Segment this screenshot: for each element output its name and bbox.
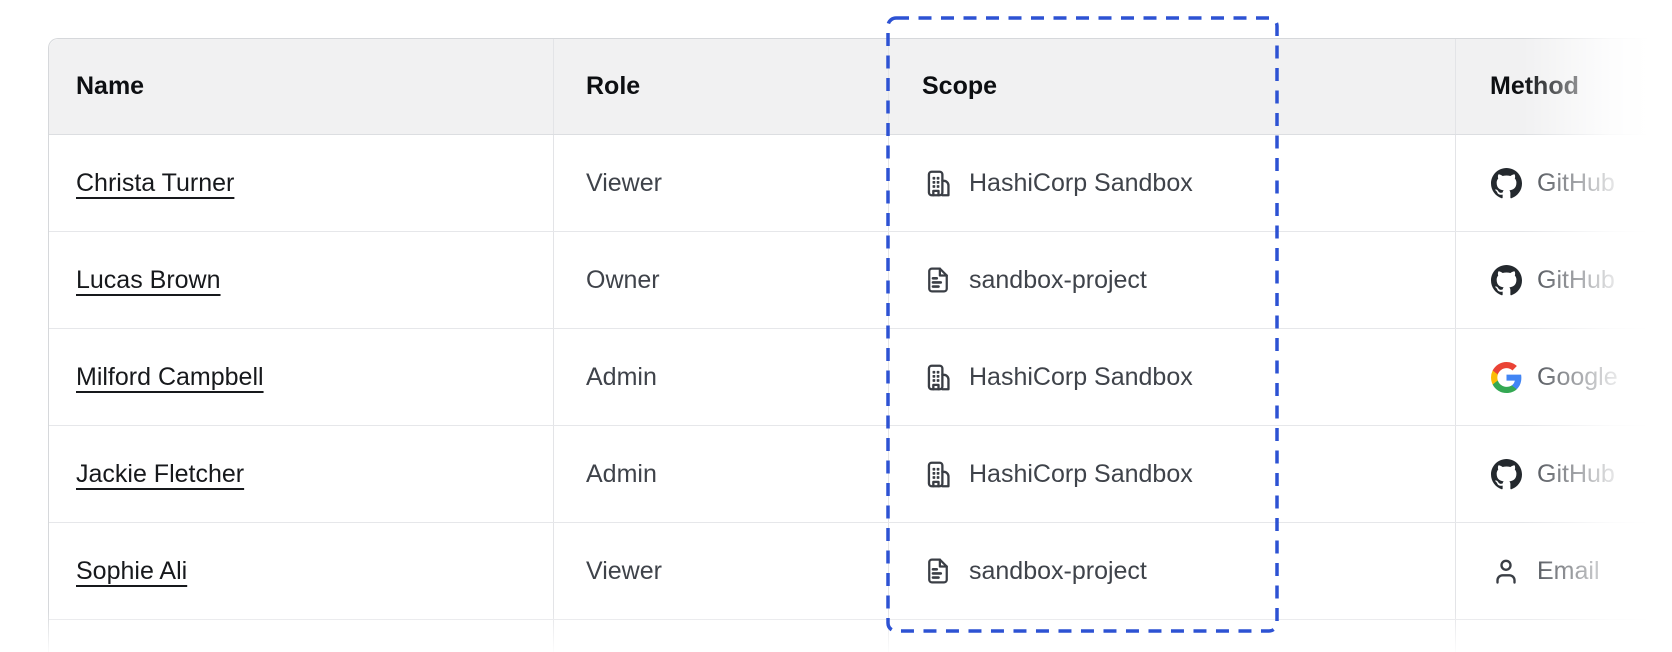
document-icon — [922, 264, 954, 296]
scope-cell: sandbox-project — [889, 232, 1456, 328]
scope-value: sandbox-project — [969, 556, 1147, 585]
name-cell: Christa Turner — [49, 135, 554, 231]
table-row-partial — [49, 620, 1672, 652]
column-header-name: Name — [49, 39, 554, 134]
building-icon — [922, 458, 954, 490]
scope-value: sandbox-project — [969, 265, 1147, 294]
building-icon — [922, 167, 954, 199]
column-header-method: Method — [1456, 39, 1672, 134]
scope-cell — [889, 620, 1456, 652]
column-header-label: Role — [586, 72, 641, 100]
method-cell: Google — [1456, 329, 1672, 425]
name-cell — [49, 620, 554, 652]
table-header-row: Name Role Scope Method — [49, 39, 1672, 135]
method-cell — [1456, 620, 1672, 652]
members-table: Name Role Scope Method Christa Turner Vi… — [48, 38, 1672, 652]
table-row: Milford Campbell Admin HashiCorp Sandbox… — [49, 329, 1672, 426]
column-header-label: Method — [1490, 72, 1579, 100]
member-name-link[interactable]: Jackie Fletcher — [76, 459, 245, 488]
role-cell: Admin — [554, 329, 889, 425]
role-value: Viewer — [586, 168, 662, 197]
scope-cell: HashiCorp Sandbox — [889, 426, 1456, 522]
name-cell: Lucas Brown — [49, 232, 554, 328]
member-name-link[interactable]: Milford Campbell — [76, 362, 264, 391]
method-value: Email — [1537, 556, 1600, 585]
method-cell: GitHub — [1456, 135, 1672, 231]
table-row: Christa Turner Viewer HashiCorp Sandbox … — [49, 135, 1672, 232]
scope-cell: sandbox-project — [889, 523, 1456, 619]
role-value: Viewer — [586, 556, 662, 585]
column-header-label: Scope — [922, 72, 998, 100]
table-row: Lucas Brown Owner sandbox-project GitHub — [49, 232, 1672, 329]
github-icon — [1490, 167, 1522, 199]
member-name-link[interactable]: Sophie Ali — [76, 556, 188, 585]
table-row: Sophie Ali Viewer sandbox-project Email — [49, 523, 1672, 620]
name-cell: Jackie Fletcher — [49, 426, 554, 522]
scope-value: HashiCorp Sandbox — [969, 459, 1193, 488]
role-value: Admin — [586, 459, 657, 488]
member-name-link[interactable]: Lucas Brown — [76, 265, 221, 294]
github-icon — [1490, 264, 1522, 296]
method-value: Google — [1537, 362, 1618, 391]
role-cell: Owner — [554, 232, 889, 328]
column-header-scope: Scope — [889, 39, 1456, 134]
table-row: Jackie Fletcher Admin HashiCorp Sandbox … — [49, 426, 1672, 523]
document-icon — [922, 555, 954, 587]
method-value: GitHub — [1537, 459, 1615, 488]
github-icon — [1490, 458, 1522, 490]
column-header-label: Name — [76, 72, 145, 100]
method-value: GitHub — [1537, 265, 1615, 294]
scope-cell: HashiCorp Sandbox — [889, 329, 1456, 425]
method-cell: Email — [1456, 523, 1672, 619]
column-header-role: Role — [554, 39, 889, 134]
method-cell: GitHub — [1456, 426, 1672, 522]
role-value: Owner — [586, 265, 660, 294]
name-cell: Sophie Ali — [49, 523, 554, 619]
person-icon — [1490, 555, 1522, 587]
role-value: Admin — [586, 362, 657, 391]
google-icon — [1490, 361, 1522, 393]
method-value: GitHub — [1537, 168, 1615, 197]
role-cell: Viewer — [554, 523, 889, 619]
role-cell: Viewer — [554, 135, 889, 231]
role-cell: Admin — [554, 426, 889, 522]
name-cell: Milford Campbell — [49, 329, 554, 425]
method-cell: GitHub — [1456, 232, 1672, 328]
role-cell — [554, 620, 889, 652]
building-icon — [922, 361, 954, 393]
member-name-link[interactable]: Christa Turner — [76, 168, 235, 197]
scope-value: HashiCorp Sandbox — [969, 362, 1193, 391]
scope-cell: HashiCorp Sandbox — [889, 135, 1456, 231]
scope-value: HashiCorp Sandbox — [969, 168, 1193, 197]
